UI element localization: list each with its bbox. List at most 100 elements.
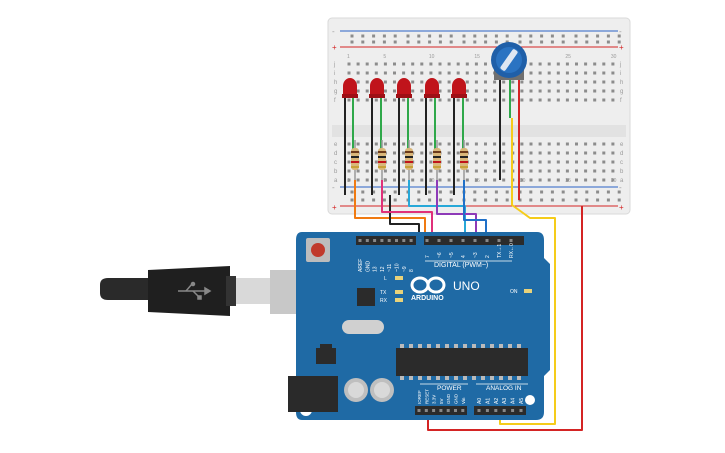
breadboard-hole[interactable] xyxy=(575,89,578,93)
analog-header[interactable] xyxy=(474,406,526,415)
rail-hole[interactable] xyxy=(505,190,509,194)
breadboard-hole[interactable] xyxy=(447,89,451,93)
breadboard-hole[interactable] xyxy=(438,169,442,173)
breadboard-hole[interactable] xyxy=(365,169,369,173)
breadboard-hole[interactable] xyxy=(529,160,533,164)
breadboard-hole[interactable] xyxy=(565,142,569,146)
breadboard-hole[interactable] xyxy=(365,98,369,102)
breadboard-hole[interactable] xyxy=(356,71,360,75)
breadboard-hole[interactable] xyxy=(356,169,360,173)
breadboard-hole[interactable] xyxy=(411,89,415,93)
breadboard-hole[interactable] xyxy=(393,62,396,66)
breadboard-hole[interactable] xyxy=(484,142,487,146)
breadboard-hole[interactable] xyxy=(484,62,487,66)
digital-pin-8[interactable] xyxy=(409,239,413,242)
breadboard-hole[interactable] xyxy=(565,178,569,182)
breadboard-hole[interactable] xyxy=(602,98,606,102)
breadboard-hole[interactable] xyxy=(565,71,569,75)
breadboard-hole[interactable] xyxy=(411,142,415,146)
breadboard-hole[interactable] xyxy=(484,160,487,164)
breadboard-hole[interactable] xyxy=(538,178,542,182)
breadboard-hole[interactable] xyxy=(438,80,442,84)
analog-pin-A4[interactable] xyxy=(511,409,515,412)
breadboard-hole[interactable] xyxy=(511,80,515,84)
breadboard-hole[interactable] xyxy=(429,151,433,155)
breadboard-hole[interactable] xyxy=(374,98,378,102)
digital-pin-2[interactable] xyxy=(485,239,489,242)
breadboard-hole[interactable] xyxy=(393,169,396,173)
breadboard-hole[interactable] xyxy=(547,98,551,102)
breadboard-hole[interactable] xyxy=(520,169,524,173)
breadboard-hole[interactable] xyxy=(484,71,487,75)
power-pin-GND[interactable] xyxy=(454,409,457,412)
power-pin-5V[interactable] xyxy=(439,409,443,412)
breadboard-hole[interactable] xyxy=(584,151,588,155)
rail-hole[interactable] xyxy=(505,198,509,202)
breadboard-hole[interactable] xyxy=(420,151,424,155)
breadboard-hole[interactable] xyxy=(456,62,460,66)
rail-hole[interactable] xyxy=(529,34,533,38)
rail-hole[interactable] xyxy=(361,40,365,44)
digital-pin-7[interactable] xyxy=(425,239,429,242)
rail-hole[interactable] xyxy=(406,40,410,44)
breadboard-hole[interactable] xyxy=(538,80,542,84)
breadboard-hole[interactable] xyxy=(465,62,469,66)
rail-hole[interactable] xyxy=(529,40,533,44)
rail-hole[interactable] xyxy=(393,190,397,194)
rail-hole[interactable] xyxy=(494,198,498,202)
breadboard-hole[interactable] xyxy=(520,151,524,155)
breadboard-hole[interactable] xyxy=(593,142,597,146)
breadboard-hole[interactable] xyxy=(602,151,606,155)
breadboard-hole[interactable] xyxy=(420,62,424,66)
breadboard-hole[interactable] xyxy=(420,160,424,164)
breadboard-hole[interactable] xyxy=(429,62,433,66)
breadboard-hole[interactable] xyxy=(529,151,533,155)
breadboard-hole[interactable] xyxy=(584,98,588,102)
breadboard-hole[interactable] xyxy=(602,71,606,75)
breadboard-hole[interactable] xyxy=(347,62,351,66)
breadboard-hole[interactable] xyxy=(529,178,533,182)
breadboard-hole[interactable] xyxy=(447,142,451,146)
breadboard-hole[interactable] xyxy=(411,71,415,75)
breadboard-hole[interactable] xyxy=(556,80,560,84)
analog-pin-A5[interactable] xyxy=(519,409,523,412)
breadboard-hole[interactable] xyxy=(402,142,406,146)
rail-hole[interactable] xyxy=(550,190,554,194)
rail-hole[interactable] xyxy=(617,34,621,38)
analog-pin-A0[interactable] xyxy=(477,409,481,412)
breadboard-hole[interactable] xyxy=(575,160,578,164)
breadboard-hole[interactable] xyxy=(556,89,560,93)
breadboard-hole[interactable] xyxy=(374,62,378,66)
analog-pin-A2[interactable] xyxy=(494,409,498,412)
breadboard-hole[interactable] xyxy=(465,98,469,102)
dc-power-jack[interactable] xyxy=(288,376,338,412)
digital-pin-~6[interactable] xyxy=(437,239,441,242)
rail-hole[interactable] xyxy=(372,190,376,194)
breadboard-hole[interactable] xyxy=(393,178,396,182)
digital-pin-~3[interactable] xyxy=(473,239,477,242)
breadboard-hole[interactable] xyxy=(593,169,597,173)
rail-hole[interactable] xyxy=(382,190,386,194)
breadboard-hole[interactable] xyxy=(538,62,542,66)
breadboard-hole[interactable] xyxy=(465,80,469,84)
breadboard-hole[interactable] xyxy=(484,151,487,155)
breadboard-hole[interactable] xyxy=(456,151,460,155)
breadboard-hole[interactable] xyxy=(438,98,442,102)
breadboard-hole[interactable] xyxy=(538,71,542,75)
usb-cable[interactable] xyxy=(100,266,310,316)
breadboard-hole[interactable] xyxy=(565,169,569,173)
breadboard-hole[interactable] xyxy=(556,62,560,66)
breadboard-hole[interactable] xyxy=(429,160,433,164)
breadboard-hole[interactable] xyxy=(529,142,533,146)
breadboard-hole[interactable] xyxy=(474,169,478,173)
breadboard-hole[interactable] xyxy=(575,178,578,182)
breadboard-hole[interactable] xyxy=(502,169,506,173)
resistor-5[interactable] xyxy=(460,140,468,180)
rail-hole[interactable] xyxy=(417,40,421,44)
breadboard-hole[interactable] xyxy=(529,71,533,75)
breadboard-hole[interactable] xyxy=(602,178,606,182)
rail-hole[interactable] xyxy=(449,40,453,44)
rail-hole[interactable] xyxy=(596,198,600,202)
digital-pin-~11[interactable] xyxy=(387,239,391,242)
breadboard-hole[interactable] xyxy=(593,71,597,75)
